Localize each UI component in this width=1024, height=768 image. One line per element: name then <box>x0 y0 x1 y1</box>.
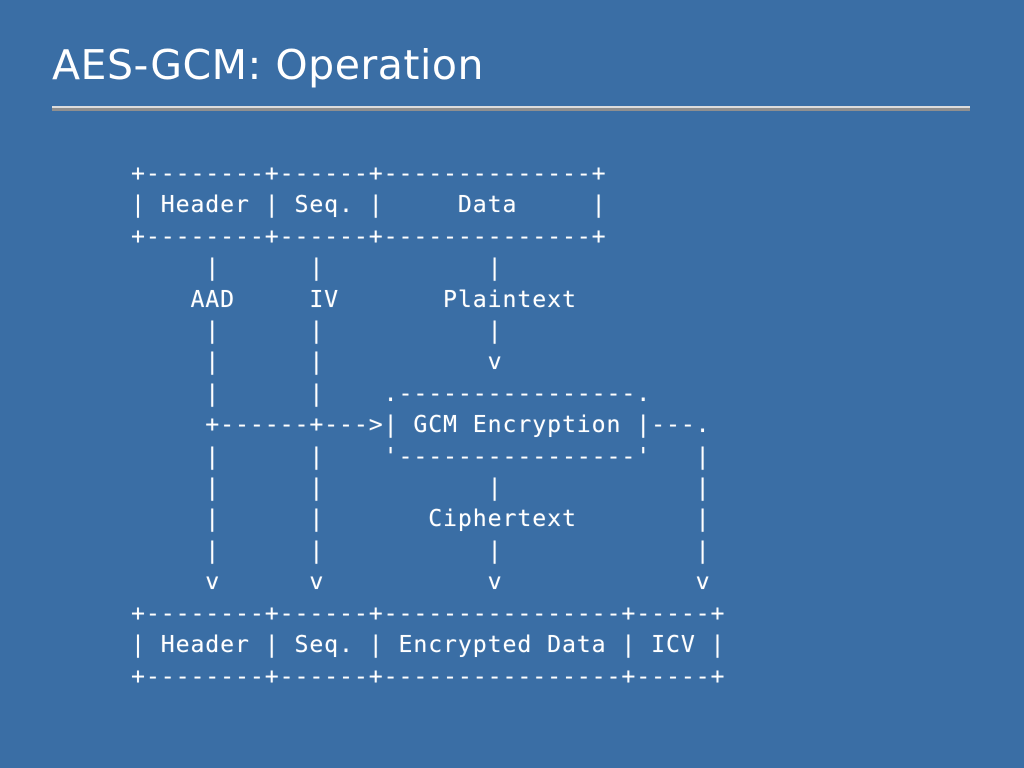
title-underline-rule <box>52 106 970 111</box>
ascii-flow-diagram: +--------+------+--------------+ | Heade… <box>131 160 726 690</box>
page-title: AES-GCM: Operation <box>52 41 484 89</box>
diagram-container: +--------+------+--------------+ | Heade… <box>131 158 725 692</box>
title-block: AES-GCM: Operation <box>52 38 972 111</box>
